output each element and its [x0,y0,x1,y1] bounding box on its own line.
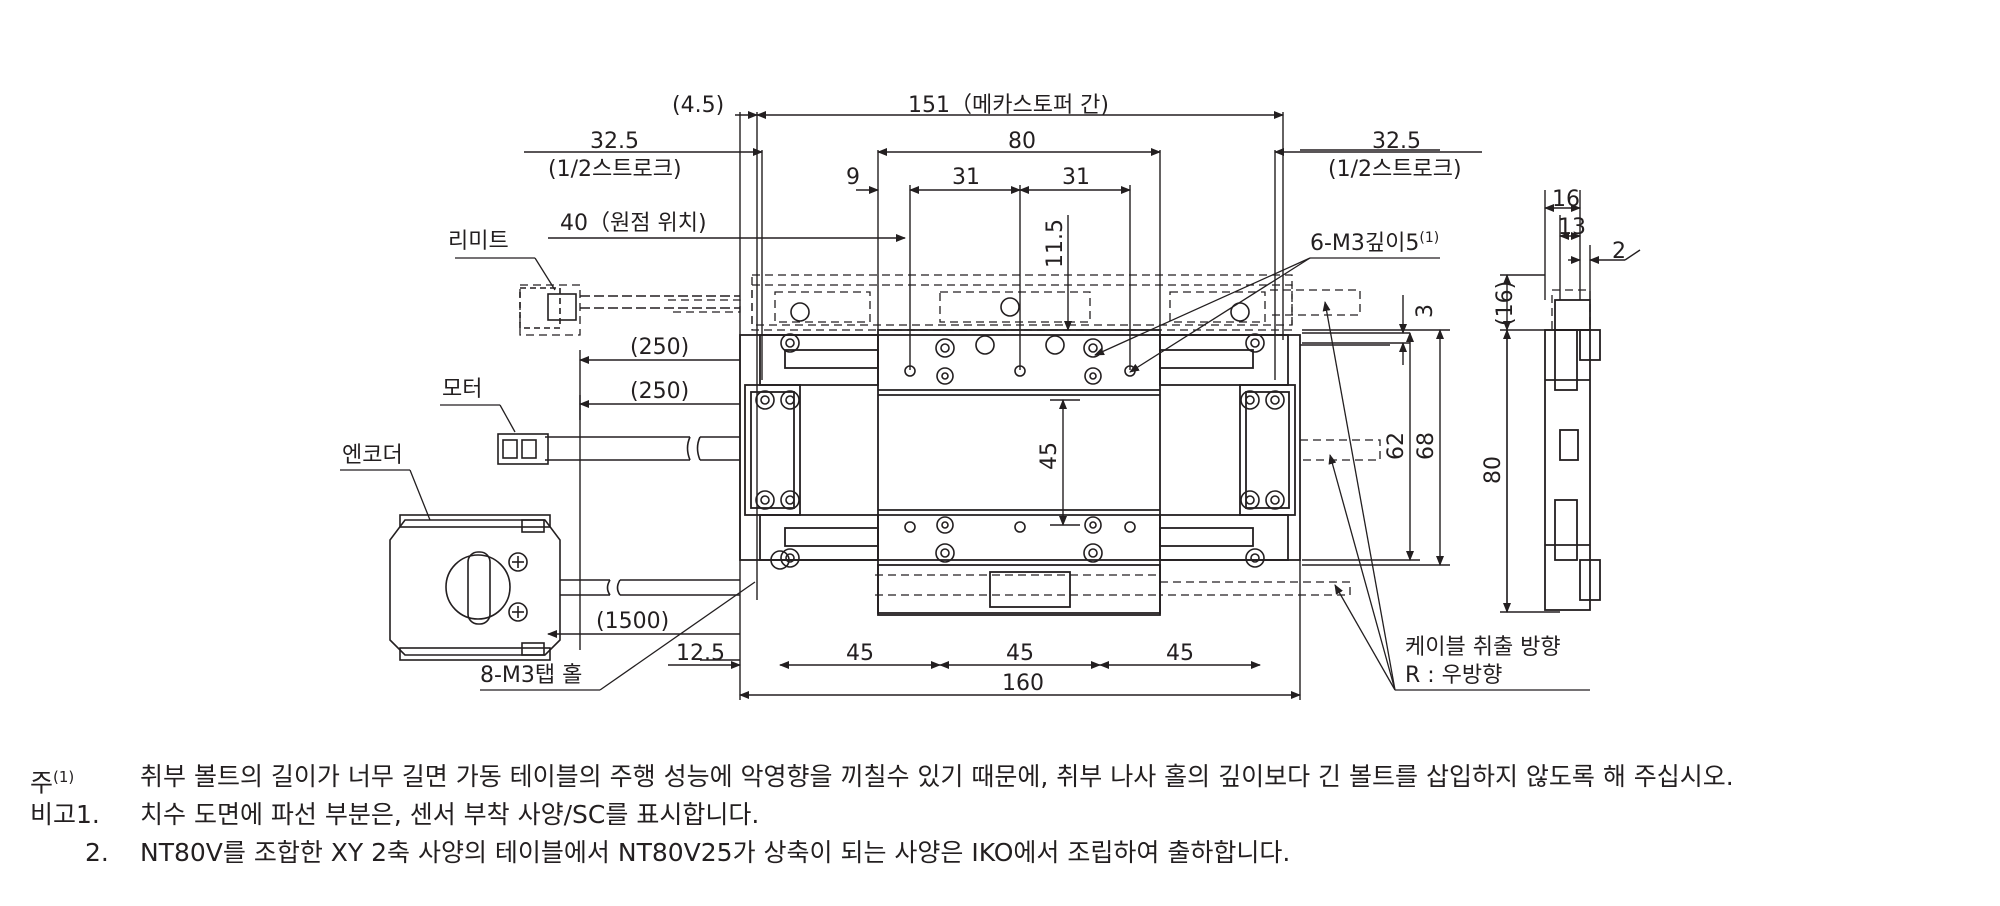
dim-12-5: 12.5 [676,641,725,666]
note-text: 치수 도면에 파선 부분은, 센서 부착 사양/SC를 표시합니다. [140,800,760,829]
dim-68: 68 [1414,432,1439,460]
note-text: 취부 볼트의 길이가 너무 길면 가동 테이블의 주행 성능에 악영향을 끼칠수… [140,762,1734,791]
dim-1500: (1500) [596,609,669,634]
dim-45-a: 45 [846,641,874,666]
dim-40-origin: 40（원점 위치) [560,211,707,236]
dim-3: 3 [1413,304,1438,318]
dim-45-c: 45 [1166,641,1194,666]
dim-9: 9 [846,165,860,190]
dim-250-a: (250) [630,335,689,360]
dim-250-b: (250) [630,379,689,404]
note-key: 비고1. [30,800,100,829]
dim-2: 2 [1612,239,1626,264]
label-motor: 모터 [442,377,482,402]
extension-lines [579,112,1591,700]
label-cable-direction: 케이블 취출 방향 [1405,635,1561,660]
dim-11-5: 11.5 [1043,219,1068,268]
dim-45-vert: 45 [1037,442,1062,470]
stage-top-view [739,329,1301,616]
dim-16-top: 16 [1552,187,1580,212]
dim-16-paren: (16) [1493,281,1518,326]
dim-62: 62 [1384,432,1409,460]
dim-45-b: 45 [1006,641,1034,666]
leader-lines [340,257,1590,691]
label-tap-hole: 8-M3탭 홀 [480,663,582,688]
mounting-holes [755,297,1285,570]
dim-160: 160 [1002,671,1044,696]
dim-32-5-right: 32.5 [1372,129,1421,154]
note-key: 2. [85,838,109,867]
dimension-lines [524,111,1641,699]
dim-half-stroke-left: (1/2스트로크) [548,157,682,182]
note-text: NT80V를 조합한 XY 2축 사양의 테이블에서 NT80V25가 상축이 … [140,838,1291,867]
note-key: 주(1) [30,768,75,798]
callout-labels: 리미트 모터 엔코더 8-M3탭 홀 6-M3깊이5(1) 케이블 취출 방향 … [342,229,1561,688]
dim-151: 151（메카스토퍼 간) [908,93,1109,118]
dim-80-top: 80 [1008,129,1036,154]
cables [389,287,740,661]
dim-half-stroke-right: (1/2스트로크) [1328,157,1462,182]
label-encoder: 엔코더 [342,443,403,468]
dim-4-5: (4.5) [672,93,724,118]
dim-13: 13 [1558,215,1586,240]
label-m3-depth: 6-M3깊이5(1) [1310,230,1439,256]
dim-32-5-left: 32.5 [590,129,639,154]
dim-31-b: 31 [1062,165,1090,190]
label-cable-right: R : 우방향 [1405,663,1502,688]
label-limit: 리미트 [448,229,509,254]
dimension-labels: (4.5) 151（메카스토퍼 간) 32.5 (1/2스트로크) 80 32.… [548,93,1626,696]
stage-side-view [1544,299,1601,611]
dim-31-a: 31 [952,165,980,190]
dim-80-side: 80 [1481,456,1506,484]
